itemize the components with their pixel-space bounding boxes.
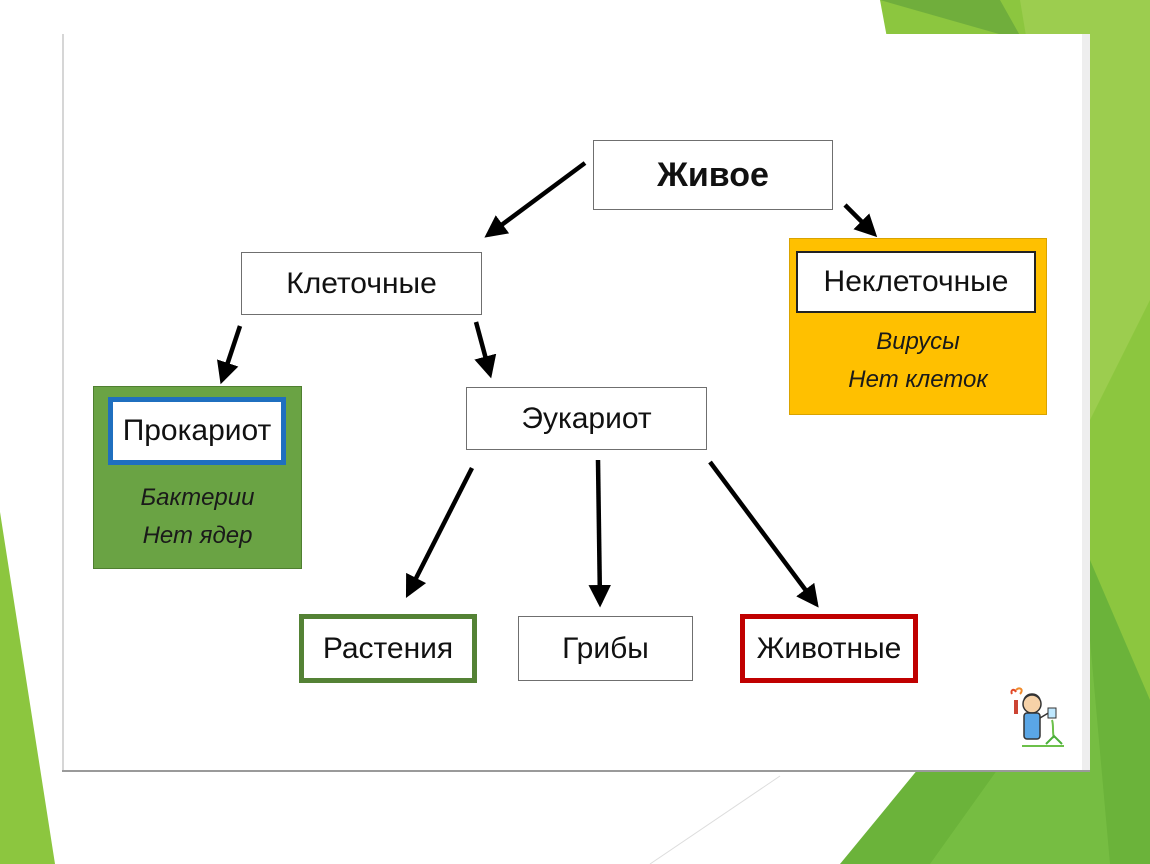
image-bottom-edge: [62, 770, 1090, 772]
node-eukaryote: Эукариот: [466, 387, 707, 450]
image-right-edge: [1082, 34, 1090, 772]
node-noncellular-panel: Неклеточные Вирусы Нет клеток: [789, 238, 1047, 415]
image-left-edge: [62, 34, 64, 772]
node-fungi-label: Грибы: [562, 631, 649, 665]
noncellular-note-1: Вирусы: [876, 328, 960, 355]
node-fungi: Грибы: [518, 616, 693, 681]
node-cellular: Клеточные: [241, 252, 482, 315]
scientist-mascot-icon: [1010, 687, 1064, 747]
node-prokaryote-label: Прокариот: [122, 414, 272, 447]
node-root: Живое: [593, 140, 833, 210]
node-prokaryote: Прокариот: [108, 397, 286, 465]
node-noncellular-label: Неклеточные: [823, 265, 1009, 298]
node-cellular-label: Клеточные: [286, 266, 437, 300]
node-noncellular: Неклеточные: [796, 251, 1036, 313]
prokaryote-note-2: Нет ядер: [142, 522, 253, 549]
node-plants-label: Растения: [322, 631, 454, 665]
node-root-label: Живое: [657, 155, 769, 194]
node-animals: Животные: [740, 614, 918, 683]
node-plants: Растения: [299, 614, 477, 683]
noncellular-note-2: Нет клеток: [848, 366, 988, 393]
prokaryote-note-1: Бактерии: [140, 484, 255, 511]
node-animals-label: Животные: [756, 631, 902, 665]
node-prokaryote-panel: Прокариот Бактерии Нет ядер: [93, 386, 302, 569]
node-eukaryote-label: Эукариот: [521, 401, 652, 435]
